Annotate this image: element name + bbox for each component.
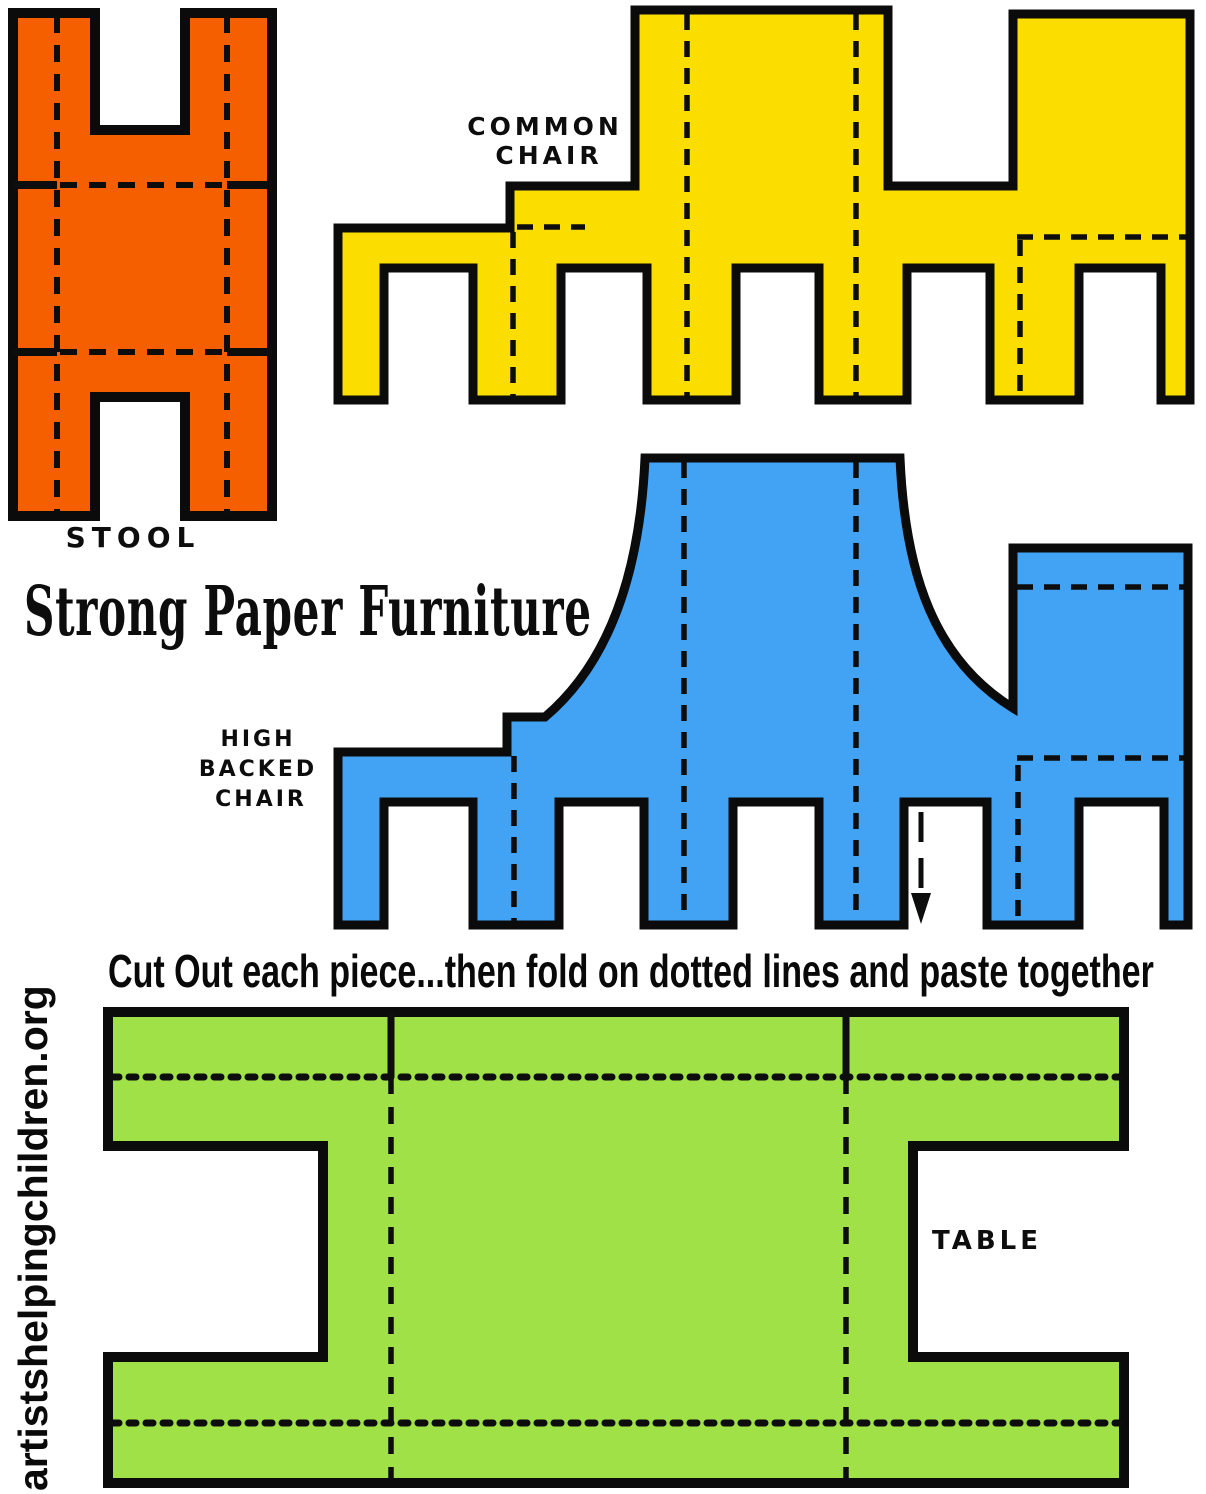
high-backed-chair-label-line1: HIGH: [220, 727, 296, 752]
common-chair-label-line1: COMMON: [467, 112, 623, 141]
common-chair-label-line2: CHAIR: [495, 141, 603, 170]
website-watermark: artistshelpingchildren.org: [10, 985, 56, 1491]
table-cutout-shape: [103, 1007, 1129, 1488]
high-backed-chair-template: [333, 453, 1193, 930]
high-backed-chair-label-line2: BACKED: [198, 757, 318, 782]
high-backed-chair-cutout-shape: [333, 453, 1193, 930]
common-chair-template: [333, 5, 1195, 405]
stool-cutout-shape: [8, 8, 277, 521]
instructions-text: Cut Out each piece...then fold on dotted…: [108, 945, 1154, 997]
stool-label: STOOL: [65, 521, 201, 554]
high-backed-chair-label-line3: CHAIR: [215, 787, 307, 812]
table-template: [103, 1007, 1129, 1488]
page-title: Strong Paper Furniture: [24, 572, 592, 652]
stool-template: [8, 8, 277, 521]
fold-direction-arrow: [911, 812, 931, 924]
common-chair-cutout-shape: [333, 5, 1195, 405]
table-label: TABLE: [932, 1226, 1042, 1256]
